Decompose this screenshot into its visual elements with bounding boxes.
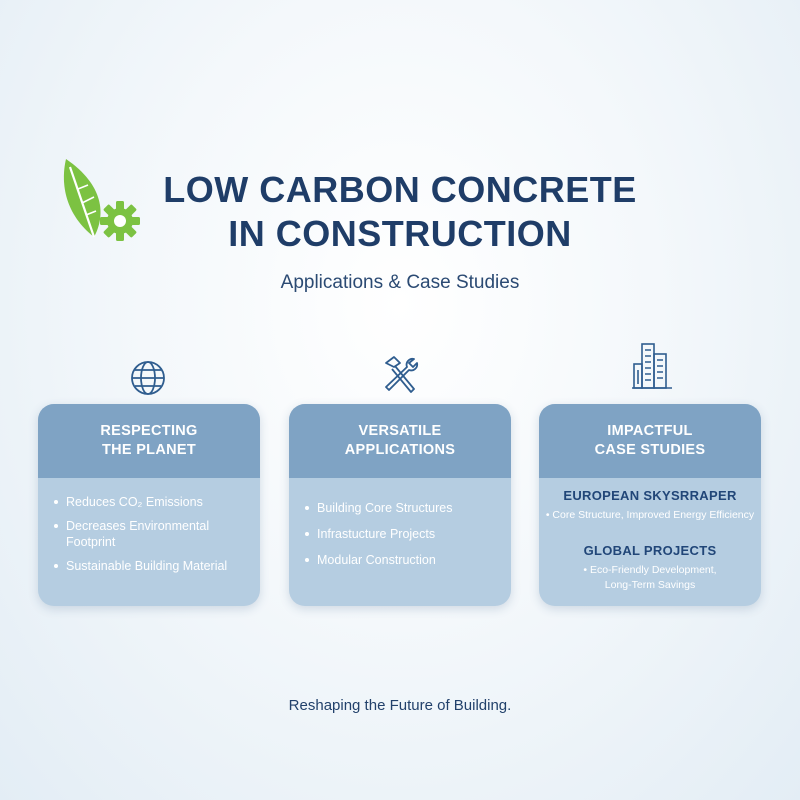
title-line-1: LOW CARBON CONCRETE bbox=[163, 169, 637, 210]
list-item: Building Core Structures bbox=[303, 500, 501, 516]
card-body: Building Core Structures Infrastucture P… bbox=[289, 478, 511, 568]
city-buildings-icon bbox=[632, 343, 672, 389]
title-line-2: IN CONSTRUCTION bbox=[228, 213, 572, 254]
card-title: IMPACTFUL CASE STUDIES bbox=[594, 423, 706, 458]
list-item: Decreases Environmental Footprint bbox=[52, 518, 250, 550]
card-title: RESPECTING THE PLANET bbox=[100, 423, 198, 458]
list-item: Infrastucture Projects bbox=[303, 526, 501, 542]
list-item: Sustainable Building Material bbox=[52, 558, 250, 574]
list-item: Reduces CO₂ Emissions bbox=[52, 494, 250, 510]
page-subtitle: Applications & Case Studies bbox=[280, 272, 520, 293]
card-body: Reduces CO₂ Emissions Decreases Environm… bbox=[38, 478, 260, 574]
card-header: RESPECTING THE PLANET bbox=[38, 404, 260, 478]
card-impactful-case-studies: IMPACTFUL CASE STUDIES EUROPEAN SKYSRRAP… bbox=[539, 404, 761, 606]
card-body: EUROPEAN SKYSRRAPER • Core Structure, Im… bbox=[539, 478, 761, 593]
case-study-line: Long-Term Savings bbox=[604, 579, 696, 591]
card-title: VERSATILE APPLICATIONS bbox=[344, 423, 456, 458]
case-study-heading: EUROPEAN SKYSRRAPER bbox=[563, 488, 737, 503]
card-respecting-planet: RESPECTING THE PLANET Reduces CO₂ Emissi… bbox=[38, 404, 260, 606]
card-header: IMPACTFUL CASE STUDIES bbox=[539, 404, 761, 478]
leaf-gear-icon bbox=[63, 159, 140, 241]
hammer-wrench-icon bbox=[385, 356, 419, 393]
footer-tagline: Reshaping the Future of Building. bbox=[288, 697, 512, 714]
case-study-line: • Core Structure, Improved Energy Effici… bbox=[545, 509, 755, 521]
list-item: Modular Construction bbox=[303, 552, 501, 568]
page-title: LOW CARBON CONCRETE IN CONSTRUCTION bbox=[140, 168, 660, 256]
case-study-line: • Eco-Friendly Development, bbox=[583, 564, 717, 576]
card-versatile-applications: VERSATILE APPLICATIONS Building Core Str… bbox=[289, 404, 511, 606]
globe-icon bbox=[131, 361, 165, 395]
card-header: VERSATILE APPLICATIONS bbox=[289, 404, 511, 478]
case-study-heading: GLOBAL PROJECTS bbox=[583, 543, 717, 558]
